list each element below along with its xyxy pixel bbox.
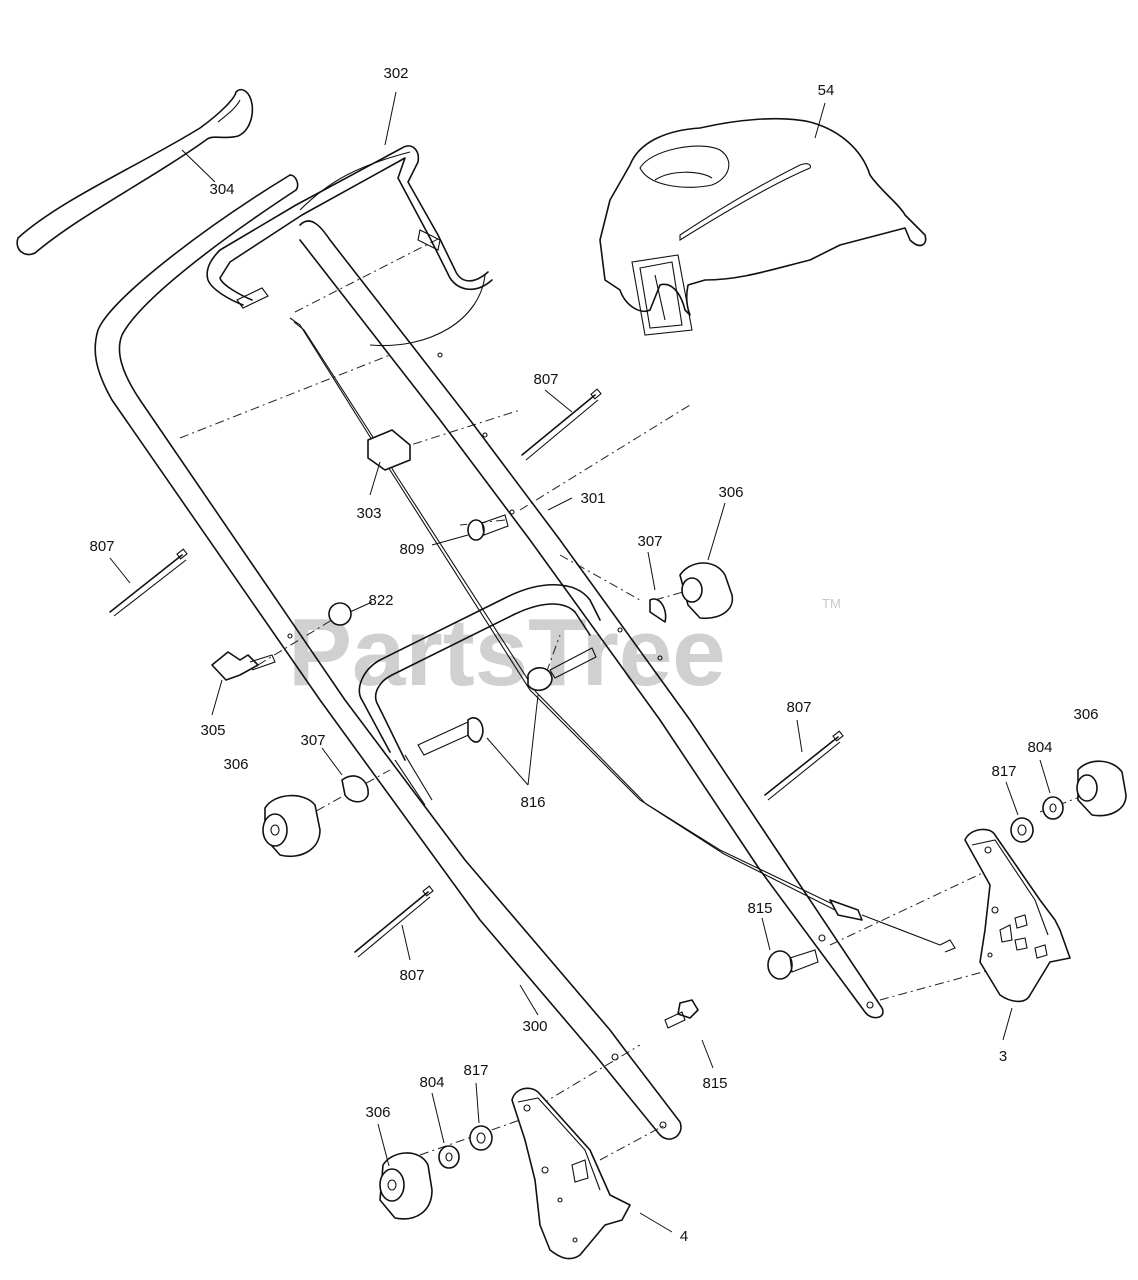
part-809-bolt [467, 514, 509, 541]
part-54-cover [599, 117, 927, 336]
callout-822: 822 [368, 592, 393, 609]
part-807-cable-tie-b [109, 548, 188, 617]
part-304-grip [16, 88, 254, 256]
callout-817-b: 817 [463, 1062, 488, 1079]
part-306-knob-b [262, 794, 321, 857]
callout-807-b: 807 [89, 538, 114, 555]
part-306-knob-a [679, 562, 734, 620]
part-arch-bar [358, 583, 601, 761]
callout-817-a: 817 [991, 763, 1016, 780]
callout-307-a: 307 [637, 533, 662, 550]
callout-3: 3 [999, 1048, 1007, 1065]
watermark-trademark: TM [822, 596, 841, 611]
callout-807-a: 807 [533, 371, 558, 388]
callout-306-c: 306 [223, 756, 248, 773]
callout-815-b: 815 [702, 1075, 727, 1092]
leader-lines [109, 91, 1051, 1233]
callout-306-d: 306 [365, 1104, 390, 1121]
callout-301: 301 [580, 490, 605, 507]
callout-804-a: 804 [1027, 739, 1052, 756]
part-305-fastener [211, 651, 276, 681]
callout-305: 305 [200, 722, 225, 739]
part-807-cable-tie-c [764, 730, 844, 801]
callout-807-d: 807 [399, 967, 424, 984]
part-816-carriage-bolts [417, 647, 597, 756]
part-306-knob-d [379, 1152, 433, 1220]
part-307-washer-b [341, 775, 369, 803]
callout-807-c: 807 [786, 699, 811, 716]
callout-54: 54 [818, 82, 835, 99]
part-817-washer-a [1010, 817, 1034, 843]
part-306-knob-c [1076, 760, 1127, 817]
callout-307-b: 307 [300, 732, 325, 749]
part-815-bolt-a [767, 949, 819, 980]
callout-300: 300 [522, 1018, 547, 1035]
part-303-cable [289, 317, 956, 953]
part-307-washer-a [649, 598, 667, 623]
callout-302: 302 [383, 65, 408, 82]
callout-816: 816 [520, 794, 545, 811]
part-807-cable-tie-a [521, 388, 602, 461]
callout-306-a: 306 [718, 484, 743, 501]
part-804-washer-b [438, 1145, 460, 1169]
part-302-bail [206, 145, 493, 347]
callout-809: 809 [399, 541, 424, 558]
callout-306-b: 306 [1073, 706, 1098, 723]
part-301-upper-handle [299, 220, 884, 1019]
part-3-bracket [964, 828, 1071, 1003]
callout-304: 304 [209, 181, 234, 198]
callout-labels: 302 54 304 807 303 301 306 809 807 307 8… [89, 65, 1098, 1245]
watermark: PartsTree [288, 599, 726, 706]
part-807-cable-tie-d [354, 885, 434, 958]
part-4-bracket [511, 1087, 631, 1260]
part-822-plug [328, 602, 352, 626]
part-815-bolt-b [664, 999, 699, 1029]
part-817-washer-b [469, 1125, 493, 1151]
callout-4: 4 [680, 1228, 688, 1245]
callout-804-b: 804 [419, 1074, 444, 1091]
part-804-washer-a [1042, 796, 1064, 820]
callout-303: 303 [356, 505, 381, 522]
callout-815-a: 815 [747, 900, 772, 917]
part-300-lower-handle [94, 174, 682, 1140]
